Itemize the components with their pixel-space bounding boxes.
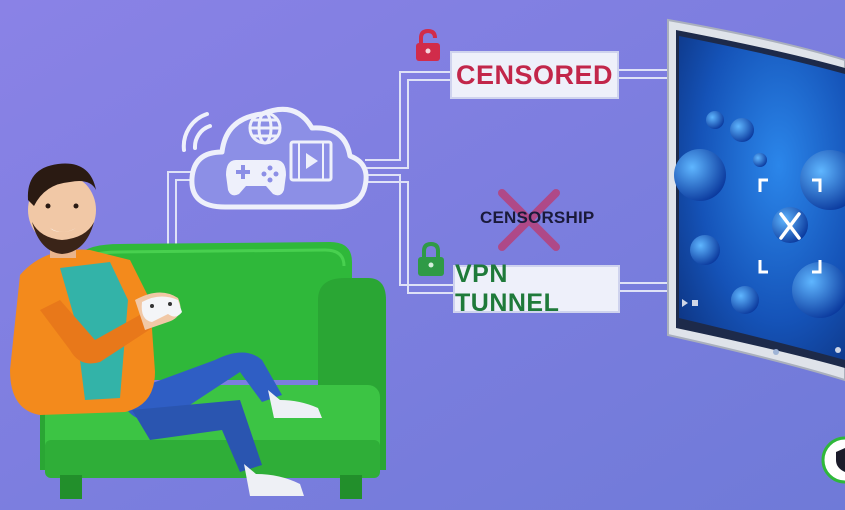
shield-icon	[821, 436, 845, 484]
wifi-icon	[181, 112, 212, 152]
video-file-icon	[289, 140, 333, 182]
padlock-open-icon	[416, 28, 440, 61]
tv-controls	[682, 299, 841, 353]
censorship-label: CENSORSHIP	[480, 208, 595, 227]
man-gaming	[10, 163, 322, 496]
connection-lines	[167, 69, 672, 294]
vpn-tunnel-label-box: VPN TUNNEL	[453, 260, 620, 317]
x-cross-icon	[498, 189, 560, 251]
close-x-icon	[779, 212, 801, 240]
curved-tv	[667, 18, 845, 382]
tv-logo-dot	[773, 349, 779, 355]
padlock-closed-icon	[418, 241, 444, 276]
censored-label: CENSORED	[455, 59, 614, 90]
vpn-tunnel-label: VPN TUNNEL	[455, 260, 560, 317]
screen-focus-brackets	[758, 178, 822, 274]
gamepad-icon	[226, 160, 286, 196]
globe-icon	[248, 111, 282, 145]
censored-label-box: CENSORED	[450, 51, 619, 99]
